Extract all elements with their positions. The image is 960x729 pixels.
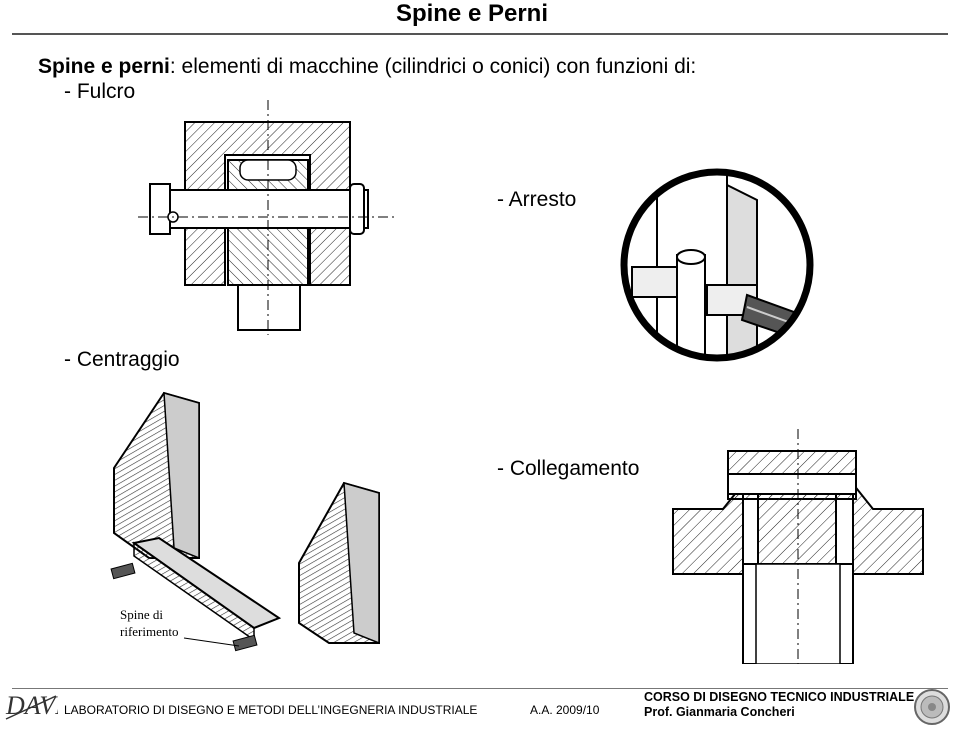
- fulcro-pin-drawing: [128, 100, 400, 335]
- lab-logo-mark: DAVR: [5, 691, 71, 720]
- centraggio-pins-drawing: Spine di riferimento: [104, 388, 384, 663]
- centraggio-caption-2: riferimento: [120, 624, 178, 639]
- university-seal-icon: [914, 689, 950, 725]
- arresto-pin-drawing: [607, 165, 830, 370]
- intro-text: Spine e perni: elementi di macchine (cil…: [38, 55, 696, 79]
- lab-logo: DAVR: [4, 686, 71, 724]
- footer-year: A.A. 2009/10: [530, 703, 600, 717]
- title-divider: [12, 33, 948, 35]
- intro-term: Spine e perni: [38, 55, 170, 78]
- collegamento-pin-drawing: [668, 429, 928, 664]
- label-fulcro: - Fulcro: [64, 80, 136, 103]
- label-collegamento: - Collegamento: [497, 457, 640, 480]
- footer-professor: Prof. Gianmaria Concheri: [644, 705, 795, 719]
- footer-divider: [12, 688, 948, 689]
- label-arresto: - Arresto: [497, 188, 577, 211]
- footer-lab: LABORATORIO DI DISEGNO E METODI DELL’ING…: [64, 703, 478, 717]
- slide-title: Spine e Perni: [395, 0, 548, 27]
- footer-course: CORSO DI DISEGNO TECNICO INDUSTRIALE: [644, 690, 915, 704]
- intro-rest: : elementi di macchine (cilindrici o con…: [169, 55, 697, 78]
- centraggio-caption-1: Spine di: [120, 607, 163, 622]
- label-centraggio: - Centraggio: [64, 348, 180, 371]
